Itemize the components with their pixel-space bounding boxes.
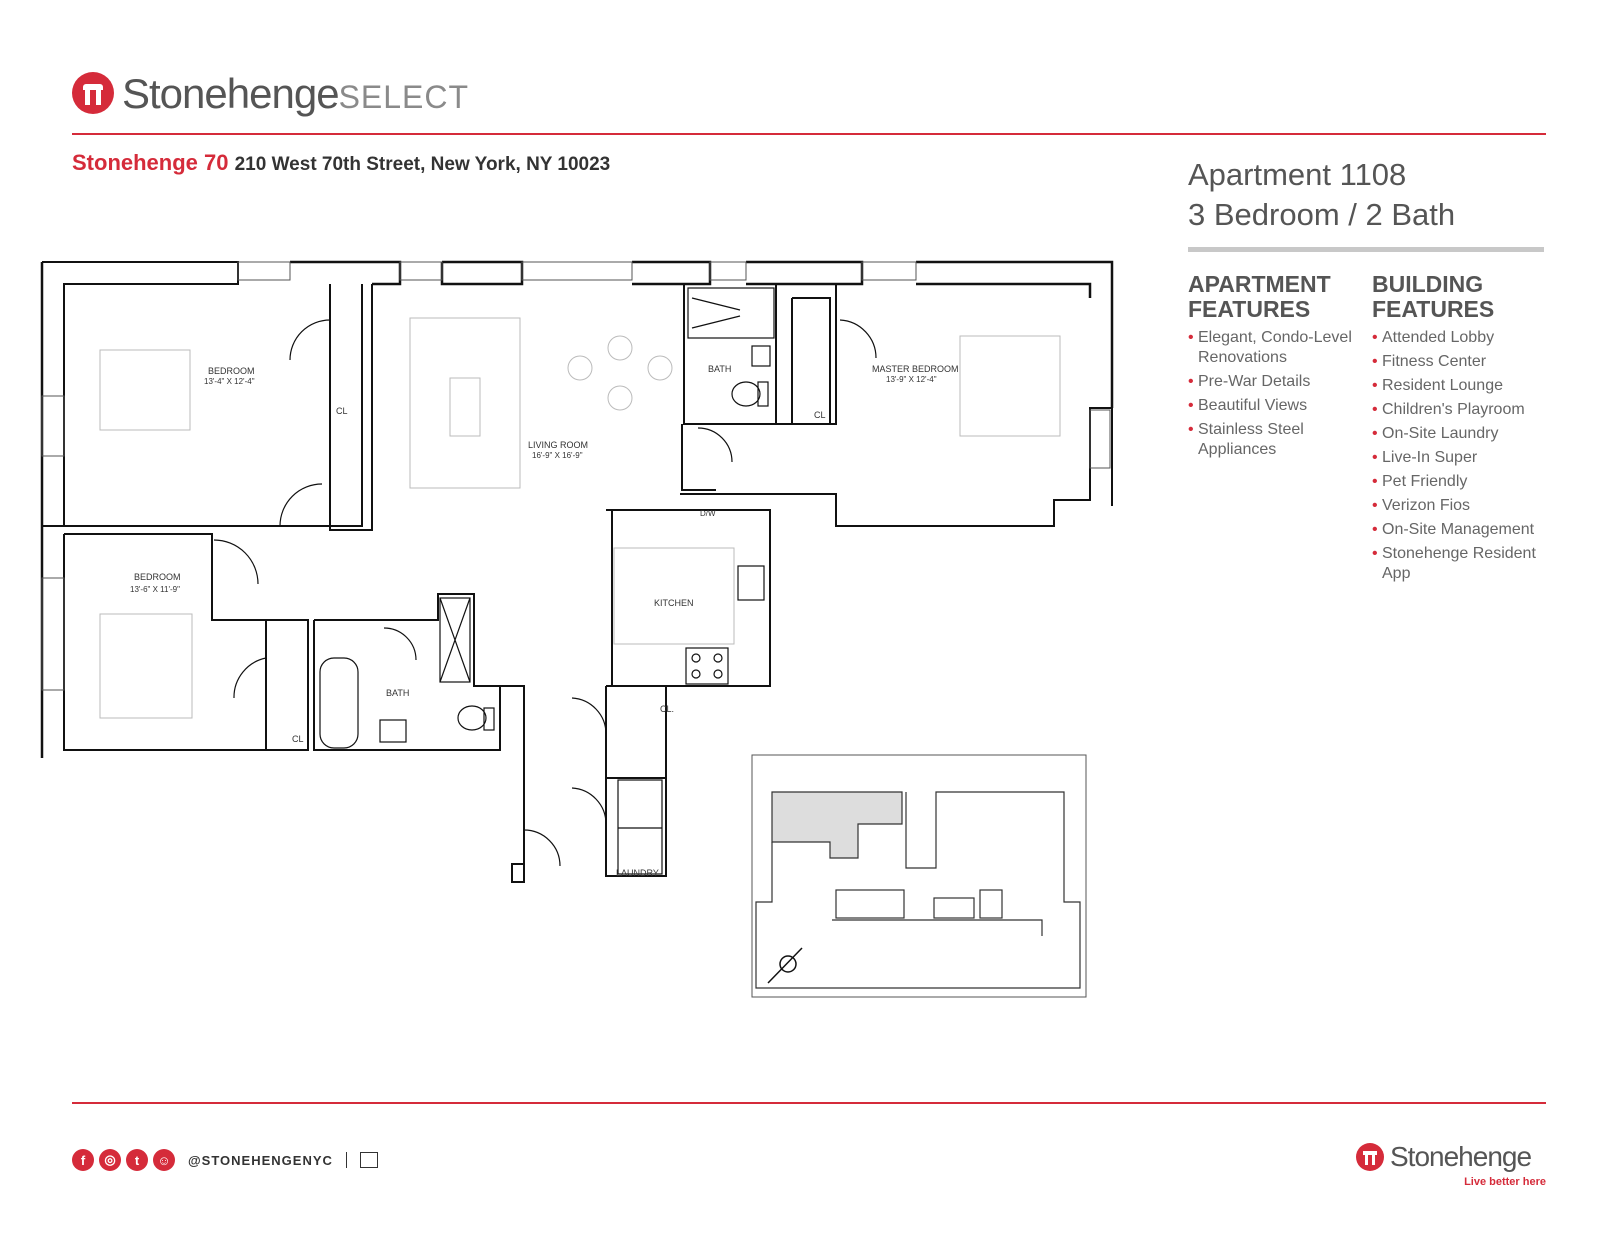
dw-label: D/W bbox=[700, 509, 716, 518]
footer-separator bbox=[345, 1152, 347, 1168]
header-divider bbox=[72, 133, 1546, 135]
floor-plan-drawing: BEDROOM 13'-4" X 12'-4" BEDROOM 13'-6" X… bbox=[40, 260, 1114, 998]
list-item: Verizon Fios bbox=[1372, 496, 1548, 516]
bedroom1-label: BEDROOM bbox=[208, 366, 255, 376]
closet4-label: CL. bbox=[660, 704, 674, 714]
title-divider bbox=[1188, 247, 1544, 252]
twitter-icon[interactable]: t bbox=[126, 1149, 148, 1171]
list-item: Children's Playroom bbox=[1372, 400, 1548, 420]
instagram-icon[interactable]: ◎ bbox=[99, 1149, 121, 1171]
list-item: Attended Lobby bbox=[1372, 328, 1548, 348]
list-item: Pet Friendly bbox=[1372, 472, 1548, 492]
closet3-label: CL bbox=[814, 410, 826, 420]
snapchat-icon[interactable]: ☺ bbox=[153, 1149, 175, 1171]
list-item: Beautiful Views bbox=[1188, 396, 1358, 416]
apartment-features: APARTMENT FEATURES Elegant, Condo-Level … bbox=[1188, 272, 1358, 464]
bath-bottom-label: BATH bbox=[386, 688, 409, 698]
logo-mark-icon bbox=[72, 72, 114, 114]
footer-divider bbox=[72, 1102, 1546, 1104]
apartment-title: Apartment 1108 bbox=[1188, 157, 1407, 192]
list-item: On-Site Management bbox=[1372, 520, 1548, 540]
apartment-features-list: Elegant, Condo-Level Renovations Pre-War… bbox=[1188, 328, 1358, 460]
footer-logo: Stonehenge Live better here bbox=[1356, 1140, 1546, 1190]
equal-housing-icon bbox=[359, 1152, 378, 1168]
street-address: 210 West 70th Street, New York, NY 10023 bbox=[234, 154, 611, 175]
living-room-label: LIVING ROOM bbox=[528, 440, 588, 450]
social-handle[interactable]: @STONEHENGENYC bbox=[188, 1152, 333, 1168]
footer-logo-mark-icon bbox=[1356, 1143, 1384, 1171]
closet2-label: CL bbox=[292, 734, 304, 744]
apartment-heading: Apartment 1108 3 Bedroom / 2 Bath bbox=[1188, 155, 1455, 235]
floor-plan: BEDROOM 13'-4" X 12'-4" BEDROOM 13'-6" X… bbox=[40, 258, 1160, 1038]
bath-top-label: BATH bbox=[708, 364, 731, 374]
living-room-dim: 16'-9" X 16'-9" bbox=[532, 451, 583, 460]
apartment-features-heading: APARTMENT FEATURES bbox=[1188, 271, 1331, 322]
bedroom2-label: BEDROOM bbox=[134, 572, 181, 582]
list-item: Pre-War Details bbox=[1188, 372, 1358, 392]
list-item: Stonehenge Resident App bbox=[1372, 544, 1548, 584]
list-item: Resident Lounge bbox=[1372, 376, 1548, 396]
building-name: Stonehenge 70 bbox=[72, 150, 229, 175]
bedroom1-dim: 13'-4" X 12'-4" bbox=[204, 377, 255, 386]
logo-select: SELECT bbox=[338, 79, 470, 115]
list-item: Elegant, Condo-Level Renovations bbox=[1188, 328, 1358, 368]
list-item: On-Site Laundry bbox=[1372, 424, 1548, 444]
list-item: Fitness Center bbox=[1372, 352, 1548, 372]
logo-word: Stonehenge bbox=[122, 70, 340, 117]
key-plan bbox=[751, 754, 1087, 998]
building-features-list: Attended Lobby Fitness Center Resident L… bbox=[1372, 328, 1548, 584]
laundry-label: LAUNDRY bbox=[616, 868, 659, 878]
brand-logo: StonehengeSELECT bbox=[72, 70, 468, 120]
footer-tagline: Live better here bbox=[1464, 1176, 1546, 1188]
building-features-heading: BUILDING FEATURES bbox=[1372, 271, 1495, 322]
list-item: Stainless Steel Appliances bbox=[1188, 420, 1358, 460]
closet1-label: CL bbox=[336, 406, 348, 416]
facebook-icon[interactable]: f bbox=[72, 1149, 94, 1171]
master-bedroom-dim: 13'-9" X 12'-4" bbox=[886, 375, 937, 384]
kitchen-label: KITCHEN bbox=[654, 598, 694, 608]
footer-social: f ◎ t ☺ @STONEHENGENYC bbox=[72, 1148, 378, 1172]
master-bedroom-label: MASTER BEDROOM bbox=[872, 364, 959, 374]
building-address: Stonehenge 70 210 West 70th Street, New … bbox=[72, 150, 610, 176]
bedroom2-dim: 13'-6" X 11'-9" bbox=[130, 585, 180, 594]
footer-logo-word: Stonehenge bbox=[1390, 1141, 1532, 1172]
list-item: Live-In Super bbox=[1372, 448, 1548, 468]
building-features: BUILDING FEATURES Attended Lobby Fitness… bbox=[1372, 272, 1548, 588]
apartment-subtitle: 3 Bedroom / 2 Bath bbox=[1188, 197, 1456, 232]
